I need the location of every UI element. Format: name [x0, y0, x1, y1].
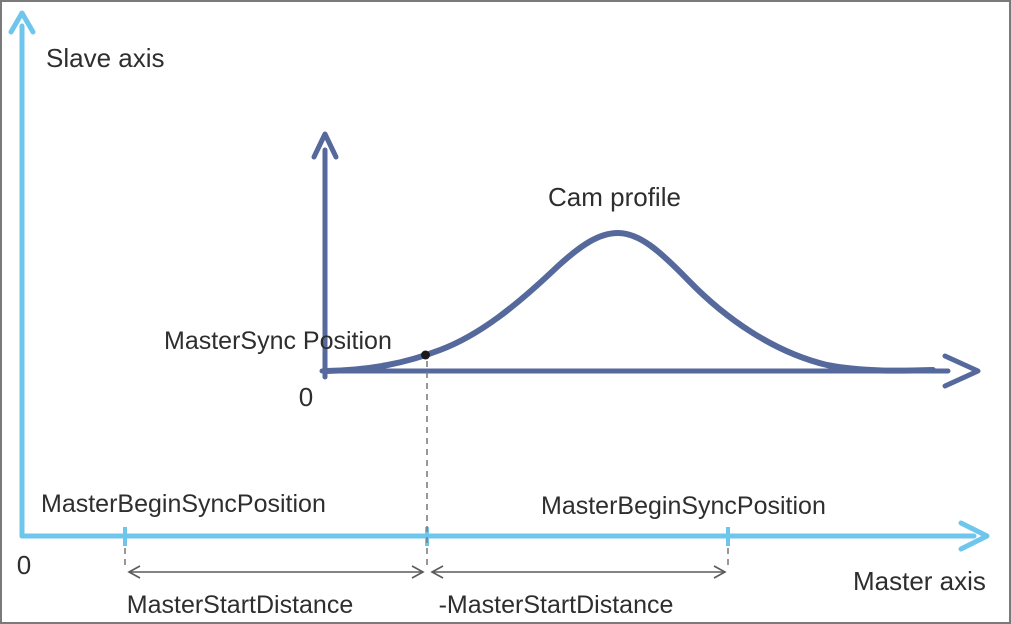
slave-axis — [8, 10, 36, 539]
slave-axis-label: Slave axis — [46, 43, 165, 73]
arrow-right-icon — [713, 565, 727, 579]
arrow-up-icon — [8, 10, 36, 35]
arrow-right-icon — [958, 520, 990, 552]
master-sync-position-dot — [421, 350, 430, 360]
cam-profile-curve — [323, 229, 936, 374]
cam-axes — [311, 131, 981, 389]
arrow-right-icon — [942, 353, 981, 389]
arrow-left-icon — [430, 565, 444, 579]
arrow-left-icon — [127, 565, 141, 579]
arrow-right-icon — [411, 565, 425, 579]
master-axis-origin-label: 0 — [17, 550, 31, 580]
arrow-up-icon — [311, 131, 339, 160]
master-axis-label: Master axis — [853, 566, 986, 596]
master-begin-sync-position-left-label: MasterBeginSyncPosition — [41, 490, 326, 518]
master-start-distance-dimension — [127, 565, 425, 579]
cam-profile-label: Cam profile — [548, 182, 681, 212]
master-sync-position-label: MasterSync Position — [164, 327, 392, 355]
cam-axis-origin-label: 0 — [299, 382, 313, 412]
master-start-distance-label: MasterStartDistance — [127, 591, 353, 619]
neg-master-start-distance-dimension — [430, 565, 727, 579]
neg-master-start-distance-label: -MasterStartDistance — [439, 591, 674, 619]
master-begin-sync-position-right-label: MasterBeginSyncPosition — [541, 492, 826, 520]
